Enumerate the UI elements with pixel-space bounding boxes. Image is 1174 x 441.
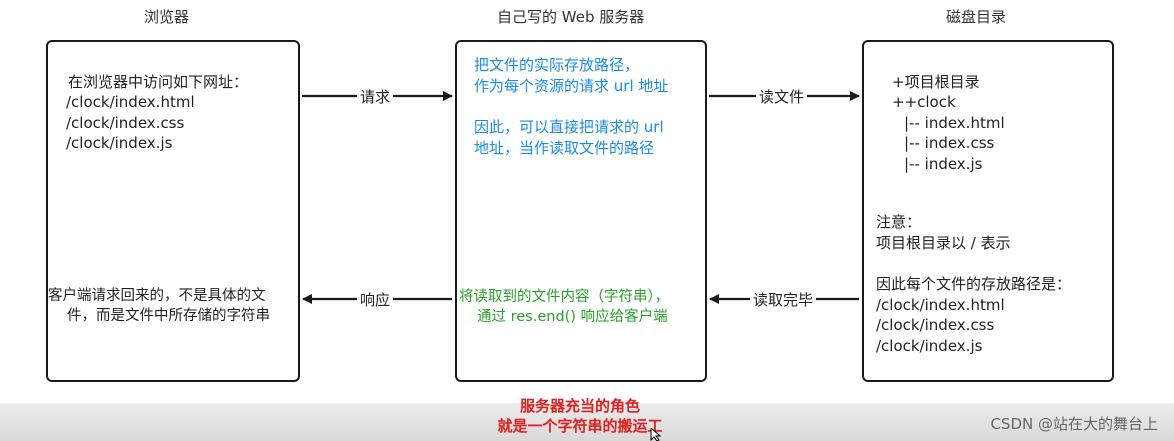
browser-request-line-4: /clock/index.js: [66, 134, 173, 152]
disk-box: [862, 40, 1114, 382]
disk-path-css: /clock/index.css: [876, 316, 995, 334]
read-done-label: 读取完毕: [750, 289, 817, 310]
disk-path-js: /clock/index.js: [876, 337, 983, 355]
disk-note-title: 注意：: [876, 213, 922, 231]
csdn-watermark: CSDN @站在大的舞台上: [990, 415, 1158, 433]
server-title: 自己写的 Web 服务器: [497, 8, 645, 26]
server-blue-line-1: 把文件的实际存放路径，: [474, 56, 640, 74]
caption-line-1: 服务器充当的角色: [519, 397, 640, 415]
browser-request-line-1: 在浏览器中访问如下网址：: [68, 73, 249, 91]
browser-box: [46, 40, 300, 382]
browser-request-line-2: /clock/index.html: [66, 93, 195, 111]
browser-response-line-2: 件，而是文件中所存储的字符串: [67, 308, 270, 324]
disk-title: 磁盘目录: [946, 8, 1007, 26]
disk-tree-css: |-- index.css: [904, 134, 995, 152]
server-blue-line-4: 因此，可以直接把请求的 url: [474, 118, 664, 136]
response-label: 响应: [357, 289, 394, 310]
browser-response-line-1: 客户端请求回来的，不是具体的文: [48, 288, 266, 304]
disk-path-title: 因此每个文件的存放路径是：: [876, 275, 1072, 293]
disk-tree-root: +项目根目录: [892, 73, 980, 91]
disk-tree-js: |-- index.js: [904, 155, 983, 173]
server-green-line-1: 将读取到的文件内容（字符串），: [459, 289, 670, 305]
read-file-label: 读文件: [756, 86, 808, 107]
disk-note-body: 项目根目录以 / 表示: [876, 234, 1011, 252]
caption-line-2: 就是一个字符串的搬运工: [497, 417, 663, 435]
server-box: [455, 40, 707, 382]
server-green-line-2: 通过 res.end() 响应给客户端: [477, 309, 668, 325]
browser-request-line-3: /clock/index.css: [66, 114, 185, 132]
request-label: 请求: [357, 86, 394, 107]
disk-tree-clock: ++clock: [892, 93, 956, 111]
bottom-strip: [0, 403, 1174, 441]
mouse-cursor-icon: [650, 428, 662, 441]
browser-title: 浏览器: [144, 8, 190, 26]
disk-path-html: /clock/index.html: [876, 296, 1005, 314]
server-blue-line-2: 作为每个资源的请求 url 地址: [474, 77, 669, 95]
disk-tree-html: |-- index.html: [904, 114, 1005, 132]
server-blue-line-5: 地址，当作读取文件的路径: [474, 139, 655, 157]
